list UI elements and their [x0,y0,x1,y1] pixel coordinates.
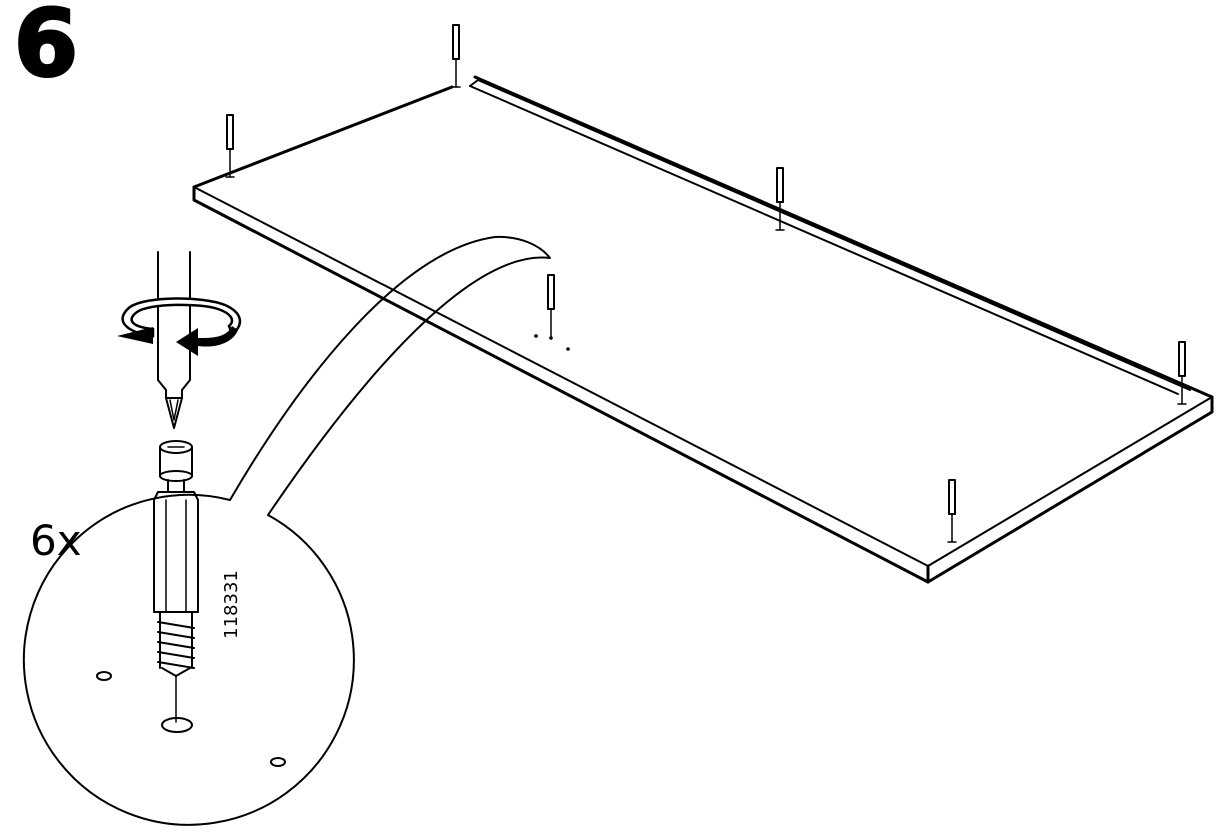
installed-dowel [547,274,555,338]
installed-dowel [775,167,785,231]
quantity-label: 6x [30,516,82,565]
installed-dowel [1177,341,1187,405]
board-panel [192,75,1214,584]
step-number: 6 [12,0,79,97]
detail-callout [22,235,551,826]
installed-dowel [451,24,461,88]
rotation-arrow-icon [117,297,242,356]
cam-lock-dowel-icon [153,440,199,723]
part-number-label: 118331 [220,570,242,639]
installed-dowel [947,479,957,543]
screwdriver-icon [157,251,191,429]
installed-dowel [225,114,235,178]
